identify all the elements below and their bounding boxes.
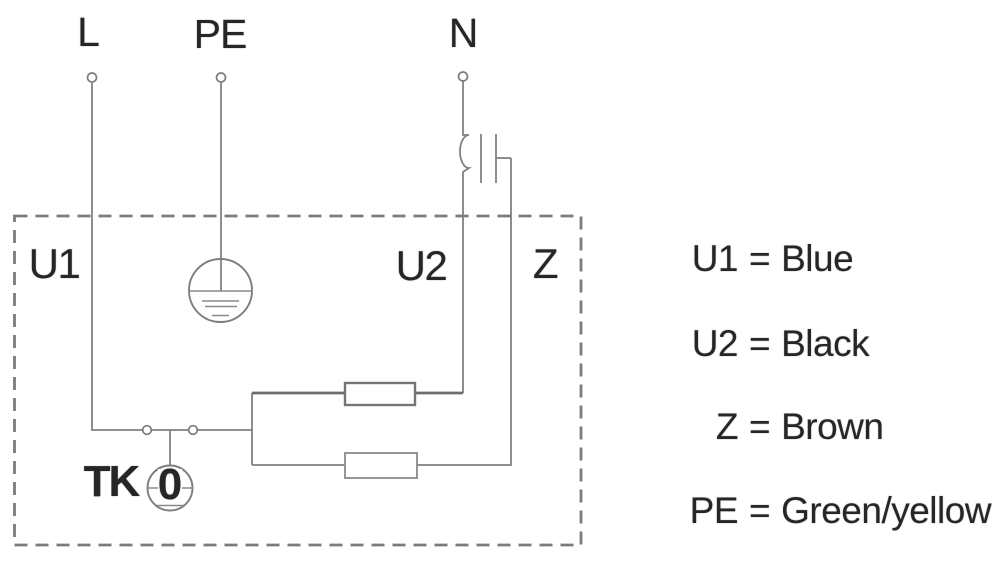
equals-sign: = [749,490,771,531]
legend-value: Black [781,323,870,364]
terminal-point-pe [215,72,227,83]
legend-term: U2 [691,323,739,364]
n-wire-capacitor-arc [459,81,472,393]
legend-value: Blue [781,238,854,279]
main-winding [252,381,463,407]
thermal-contact-zero: 0 [157,460,183,509]
main-winding-resistor [343,381,417,407]
legend-row-u1: U1 = Blue [628,238,854,279]
terminal-point-l [86,72,98,83]
thermal-contact-point-right [187,424,199,436]
earth-ground-symbol [188,83,253,323]
legend-term: Z [715,406,739,447]
equals-sign: = [749,238,771,279]
legend-row-pe: PE = Green/yellow [628,490,992,531]
l-wire [91,83,252,431]
terminal-label-l: L [77,9,100,55]
legend-value: Green/yellow [781,490,992,531]
thermal-mask [158,469,182,503]
winding-label-z: Z [532,240,559,287]
terminal-box-outline [13,214,583,547]
terminal-label-pe: PE [193,11,248,57]
thermal-label-tk: TK [83,457,141,506]
terminal-point-n [457,71,469,82]
legend-value: Brown [781,406,884,447]
thermal-switch-symbol [146,464,194,512]
thermal-contact-point-left [141,424,153,436]
legend-term: PE [689,490,739,531]
aux-winding [252,452,418,479]
terminal-label-n: N [448,10,479,56]
legend-row-z: Z = Brown [628,408,884,445]
z-wire [417,158,512,466]
winding-label-u2: U2 [395,242,448,289]
equals-sign: = [749,406,771,447]
winding-label-u1: U1 [28,240,81,287]
aux-winding-resistor [344,452,418,479]
legend-row-u2: U2 = Black [628,323,870,364]
equals-sign: = [749,323,771,364]
legend-term: U1 [691,238,739,279]
